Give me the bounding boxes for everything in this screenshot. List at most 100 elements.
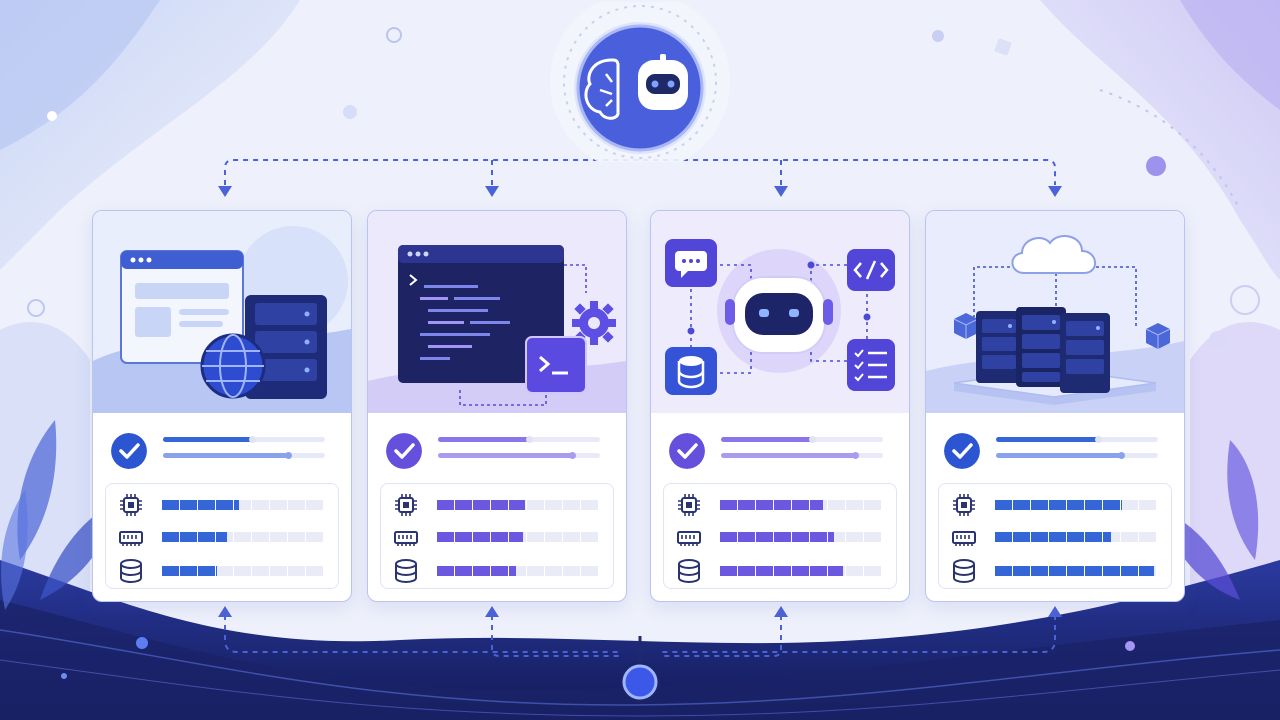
resource-bar-segment (810, 532, 827, 542)
resource-bar-segment (252, 566, 269, 576)
resource-bar-cpu (995, 500, 1157, 510)
robot-icon (725, 276, 833, 354)
resource-bar-segment (563, 566, 580, 576)
resource-bar-segment (270, 532, 287, 542)
resource-bar-storage (162, 566, 324, 576)
resource-bar-segment (162, 566, 179, 576)
resource-bar-fill (198, 532, 215, 542)
resource-bar-fill (491, 532, 508, 542)
resource-bar-segment (774, 500, 791, 510)
resource-bar-fill (1031, 566, 1048, 576)
resource-bar-fill (774, 566, 791, 576)
resource-bar-segment (756, 566, 773, 576)
database-icon (665, 347, 717, 395)
progress-marker (809, 436, 816, 443)
resource-row-memory (939, 524, 1171, 550)
resource-bar-segment (864, 566, 881, 576)
resource-bar-fill (995, 566, 1012, 576)
resource-bar-fill (509, 566, 516, 576)
resource-bar-segment (491, 500, 508, 510)
server-rack-icon (245, 295, 327, 399)
resource-bar-fill (720, 500, 737, 510)
resource-bar-segment (864, 532, 881, 542)
resource-bar-segment (864, 500, 881, 510)
resource-bar-fill (828, 566, 844, 576)
resource-bar-segment (1067, 500, 1084, 510)
resource-bar-fill (810, 532, 827, 542)
resource-bar-fill (1085, 500, 1102, 510)
cpu-icon (953, 494, 975, 516)
resource-bar-fill (1031, 532, 1048, 542)
resource-bar-segment (198, 566, 215, 576)
progress-marker (285, 452, 292, 459)
code-editor-icon (398, 245, 564, 383)
resource-row-cpu (106, 492, 338, 518)
resource-bar-fill (756, 566, 773, 576)
web-hosting-illustration (93, 211, 351, 413)
resource-bar-fill (1049, 566, 1066, 576)
resource-row-storage (664, 558, 896, 584)
cube-icon (953, 313, 1171, 349)
resource-bar-fill (1103, 566, 1120, 576)
resource-bar-segment (234, 500, 251, 510)
resource-bar-fill (198, 566, 215, 576)
resource-bar-fill (1013, 500, 1030, 510)
browser-window-icon (120, 250, 244, 364)
resource-bar-fill (509, 532, 524, 542)
resource-bar-segment (756, 532, 773, 542)
resource-bar-segment (216, 532, 233, 542)
resource-row-storage (939, 558, 1171, 584)
resource-bar-fill (491, 566, 508, 576)
resource-bar-fill (455, 500, 472, 510)
resource-bar-fill (1049, 532, 1066, 542)
resource-bar-segment (1085, 532, 1102, 542)
resource-bar-segment (437, 566, 454, 576)
resource-bar-fill (774, 532, 791, 542)
resource-bar-storage (995, 566, 1157, 576)
resource-bar-segment (509, 500, 526, 510)
resource-bar-segment (1139, 532, 1156, 542)
resource-bar-fill (792, 532, 809, 542)
resource-bar-segment (720, 566, 737, 576)
resource-bar-segment (995, 532, 1012, 542)
status-progress-bar (438, 437, 529, 442)
resource-bar-segment (545, 532, 562, 542)
resource-bar-fill (756, 532, 773, 542)
resource-bar-fill (437, 566, 454, 576)
resource-bar-fill (437, 500, 454, 510)
resource-bar-segment (198, 532, 215, 542)
terminal-icon (525, 336, 587, 394)
resource-bar-segment (1103, 500, 1120, 510)
resource-bar-segment (828, 500, 845, 510)
resource-bar-segment (1031, 566, 1048, 576)
resource-bar-segment (491, 566, 508, 576)
resource-bar-fill (995, 500, 1012, 510)
resource-bar-segment (720, 500, 737, 510)
resource-bar-segment (810, 566, 827, 576)
resource-bar-fill (1031, 500, 1048, 510)
resource-row-storage (381, 558, 613, 584)
resource-bar-segment (1085, 566, 1102, 576)
resource-bar-segment (288, 500, 305, 510)
resource-bar-segment (1121, 500, 1138, 510)
server-cluster-icon (976, 307, 1110, 393)
progress-marker (249, 436, 256, 443)
status-progress-bar (721, 437, 812, 442)
resource-bar-storage (437, 566, 599, 576)
resource-bar-segment (162, 500, 179, 510)
resource-bar-segment (1013, 500, 1030, 510)
resource-bar-segment (234, 532, 251, 542)
resource-bar-segment (509, 532, 526, 542)
resource-bar-segment (162, 532, 179, 542)
checklist-icon (847, 339, 895, 391)
resource-bar-fill (198, 500, 215, 510)
resource-bar-fill (455, 532, 472, 542)
resource-bar-segment (288, 532, 305, 542)
progress-marker (569, 452, 576, 459)
resource-bar-fill (180, 566, 197, 576)
resource-bar-segment (1139, 566, 1156, 576)
resource-bar-segment (473, 500, 490, 510)
resource-bar-fill (491, 500, 508, 510)
resource-bar-fill (473, 500, 490, 510)
